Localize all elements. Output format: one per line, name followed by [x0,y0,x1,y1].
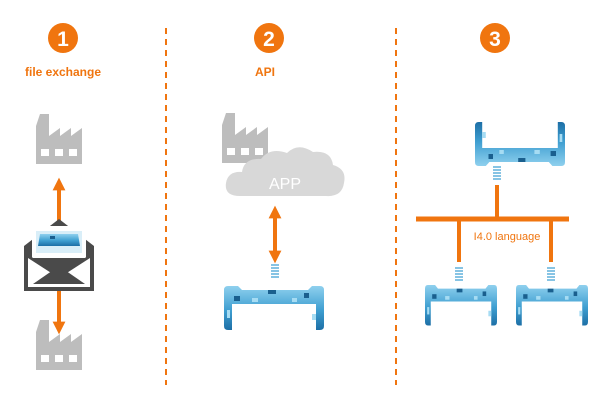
factory-icon-top [36,114,82,164]
step-1-badge [48,23,78,53]
step-1: 1 file exchange [24,23,101,370]
spring-icon-left [454,267,464,281]
step-2-badge [254,23,284,53]
step-2: 2 API APP [222,23,345,330]
device-icon-top [475,122,565,166]
spring-icon-top [492,166,502,180]
step-1-label: file exchange [25,65,101,79]
step-3: 3 I4.0 language [416,23,588,326]
device-icon [224,286,324,330]
step-1-number: 1 [57,28,69,51]
factory-icon [222,113,268,163]
bus-label: I4.0 language [474,231,541,243]
device-icon-left [425,285,497,326]
cloud-icon [225,147,345,197]
spring-icon-right [546,267,556,281]
step-2-number: 2 [263,28,275,51]
step-3-number: 3 [489,28,501,51]
cloud-label: APP [269,176,301,193]
step-3-badge [480,23,510,53]
step-2-label: API [255,65,275,79]
device-icon-right [516,285,588,326]
envelope-icon [24,219,94,291]
spring-icon [270,264,280,278]
language-bus [416,185,569,262]
